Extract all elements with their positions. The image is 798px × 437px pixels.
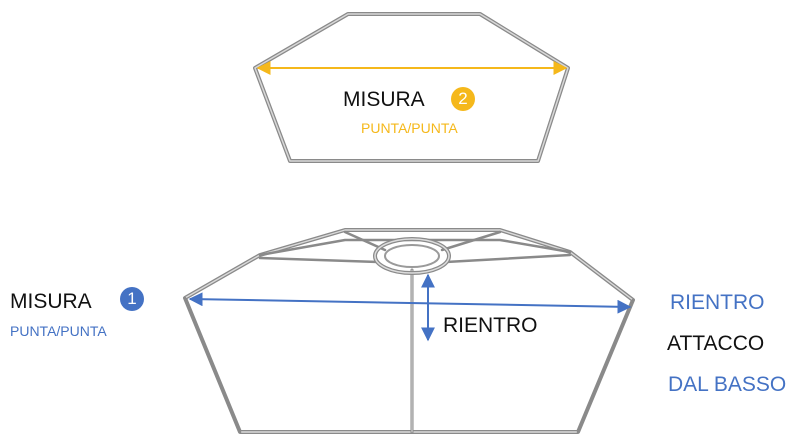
note-line-attacco: ATTACCO bbox=[667, 332, 765, 355]
bottom-measure-label: MISURA bbox=[10, 290, 92, 313]
top-measure-sublabel: PUNTA/PUNTA bbox=[361, 120, 458, 136]
fitter-ring bbox=[373, 237, 451, 275]
bottom-measure-arrow bbox=[188, 292, 632, 314]
top-shade-frame bbox=[253, 12, 570, 163]
bottom-shade-frame bbox=[183, 228, 635, 434]
bottom-measure-sublabel: PUNTA/PUNTA bbox=[10, 323, 107, 339]
measure-1-badge: 1 bbox=[120, 287, 144, 311]
measure-2-badge: 2 bbox=[451, 87, 475, 111]
inset-label: RIENTRO bbox=[443, 314, 538, 337]
note-line-rientro: RIENTRO bbox=[670, 291, 765, 314]
top-measure-label: MISURA bbox=[343, 88, 425, 111]
note-line-dal-basso: DAL BASSO bbox=[668, 373, 787, 396]
